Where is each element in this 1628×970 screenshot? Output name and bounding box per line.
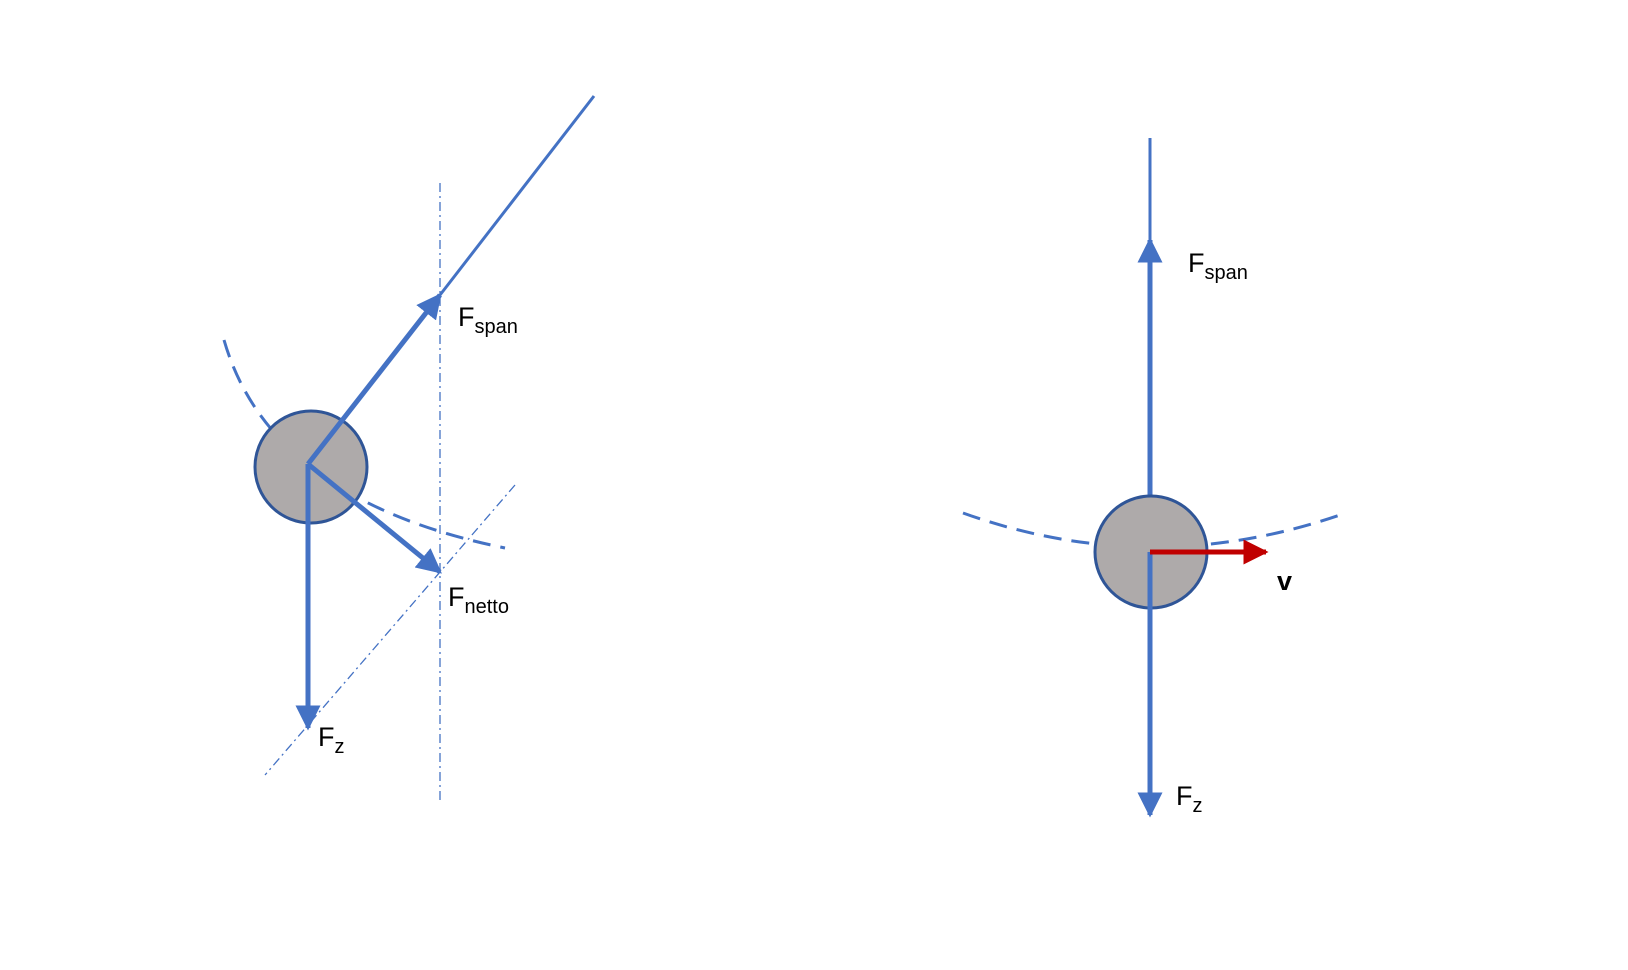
left-pendulum-diagram: Fspan Fnetto Fz (222, 95, 596, 802)
left-tension-label: Fspan (458, 302, 518, 338)
right-gravity-label: Fz (1176, 781, 1203, 817)
left-net-force-label: Fnetto (448, 582, 509, 618)
left-tension-arrow (306, 293, 442, 466)
left-net-force-arrow (306, 462, 442, 574)
right-tension-label: Fspan (1188, 248, 1248, 284)
left-swing-arc (222, 339, 506, 550)
left-diagonal-guide-line (264, 484, 516, 776)
right-velocity-label: v (1277, 566, 1292, 596)
left-pendulum-string (438, 95, 596, 296)
left-gravity-label: Fz (318, 722, 345, 758)
right-pendulum-diagram: Fspan Fz v (962, 138, 1341, 818)
